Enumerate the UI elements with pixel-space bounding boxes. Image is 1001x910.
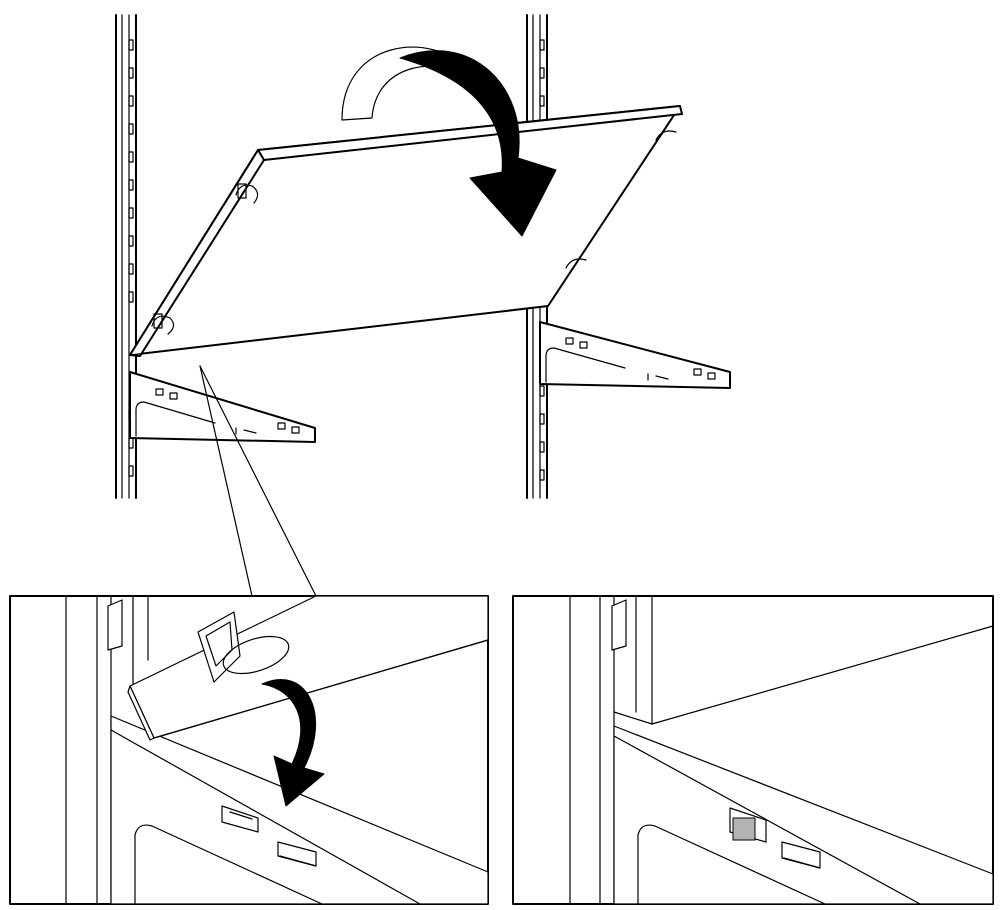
detail-view-after <box>512 595 994 905</box>
tilted-shelf <box>129 105 683 357</box>
curved-arrow-large <box>341 46 557 237</box>
engaged-hook <box>732 817 756 841</box>
curved-arrow-small <box>261 679 325 807</box>
left-bracket <box>129 371 316 443</box>
shelf-corner-hooks <box>151 130 677 335</box>
right-bracket <box>539 321 731 389</box>
detail-view-before <box>9 595 489 905</box>
main-view <box>115 14 731 597</box>
detail-callout <box>199 365 317 597</box>
